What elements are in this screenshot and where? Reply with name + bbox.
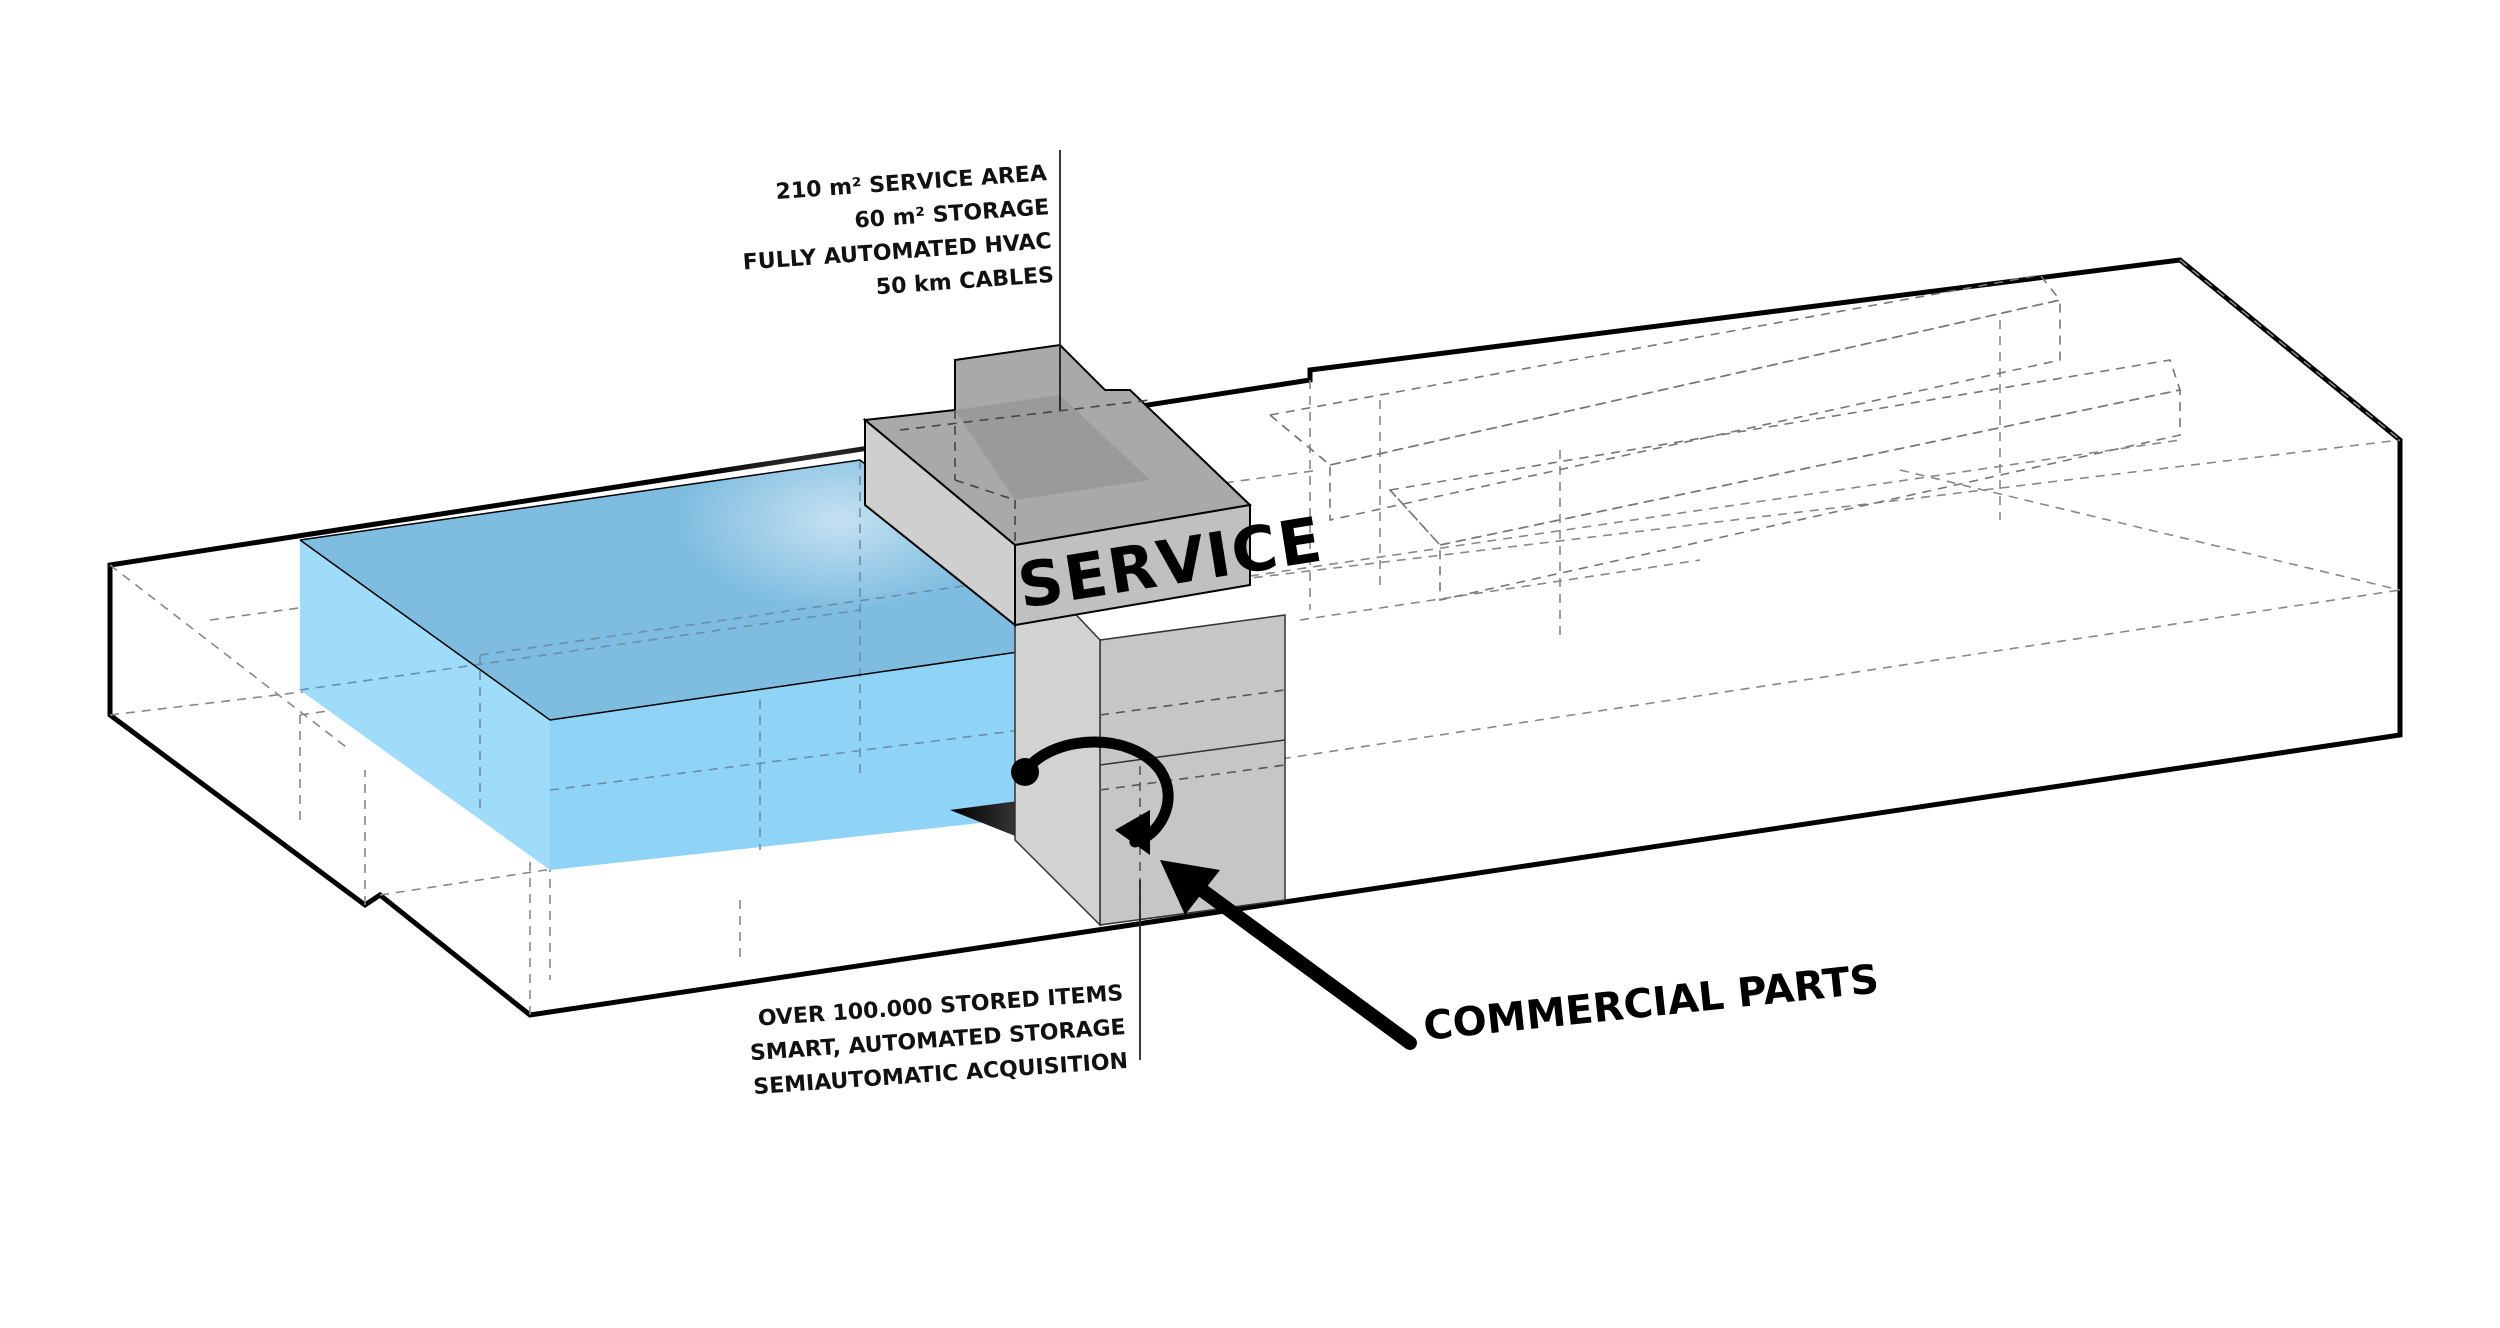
service-top-inner <box>955 395 1150 500</box>
commercial-arrow-icon <box>1160 860 1417 1050</box>
commercial-parts-label: COMMERCIAL PARTS <box>1421 956 1881 1050</box>
storage-left <box>300 540 550 870</box>
storage-notes: OVER 100.000 STORED ITEMS SMART, AUTOMAT… <box>749 981 1129 1100</box>
circulation-arrow-icon <box>1011 736 1174 855</box>
service-note-4: 50 km CABLES <box>875 263 1055 300</box>
service-notes: 210 m² SERVICE AREA 60 m² STORAGE FULLY … <box>742 161 1055 300</box>
storage-grid <box>299 460 1101 850</box>
roof-skylights <box>1268 274 2182 601</box>
service-left <box>864 417 1016 628</box>
service-note-2: 60 m² STORAGE <box>854 195 1050 234</box>
